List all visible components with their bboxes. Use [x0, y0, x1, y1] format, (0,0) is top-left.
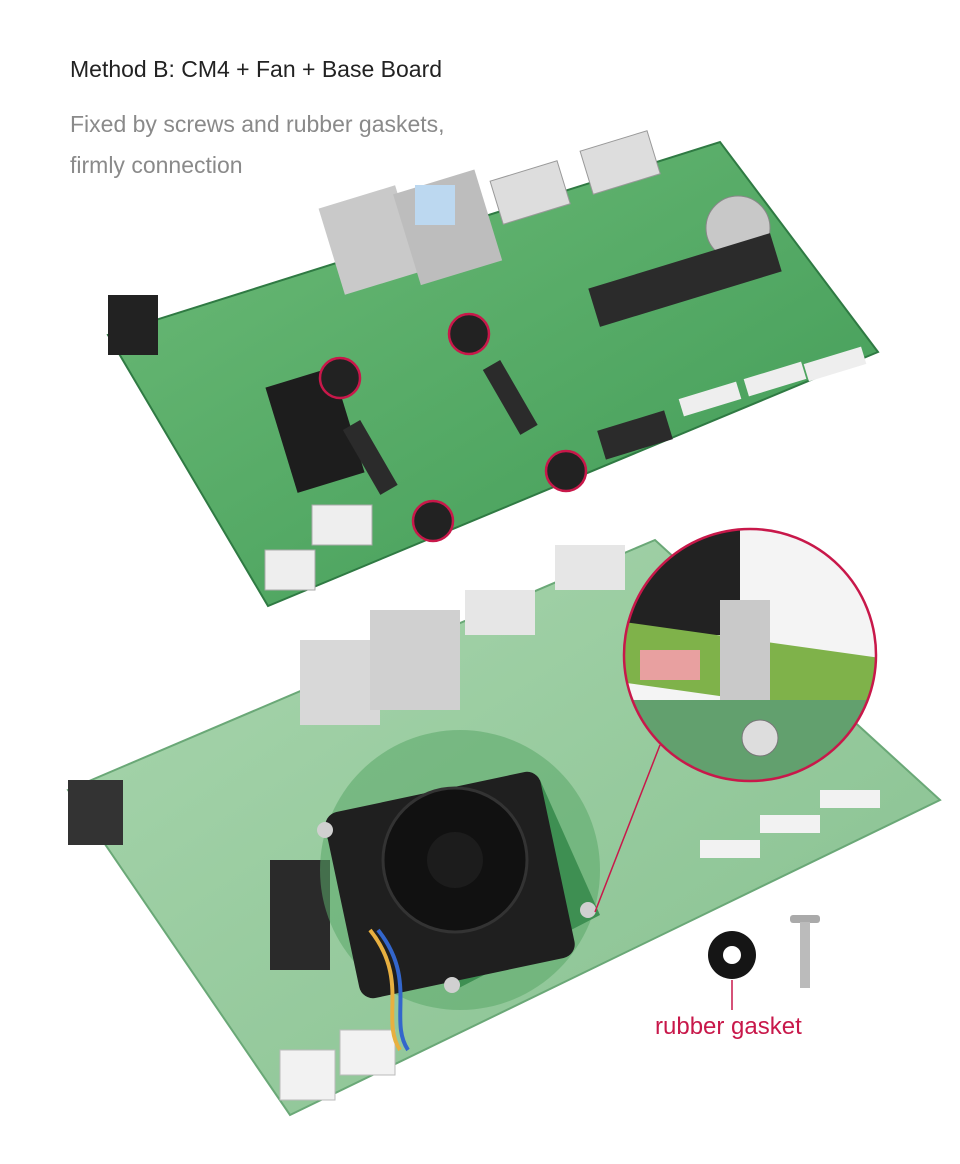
rubber-gasket-icon	[708, 931, 756, 1010]
description: Fixed by screws and rubber gaskets, firm…	[70, 104, 530, 186]
page-title: Method B: CM4 + Fan + Base Board	[70, 56, 443, 82]
description-line-2: firmly connection	[70, 152, 243, 178]
rubber-gasket-label: rubber gasket	[655, 1013, 802, 1040]
screw-hole-highlights	[318, 312, 588, 543]
description-line-1: Fixed by screws and rubber gaskets,	[70, 111, 445, 137]
screw-icon	[790, 915, 820, 988]
cm4-with-fan	[317, 730, 600, 1052]
